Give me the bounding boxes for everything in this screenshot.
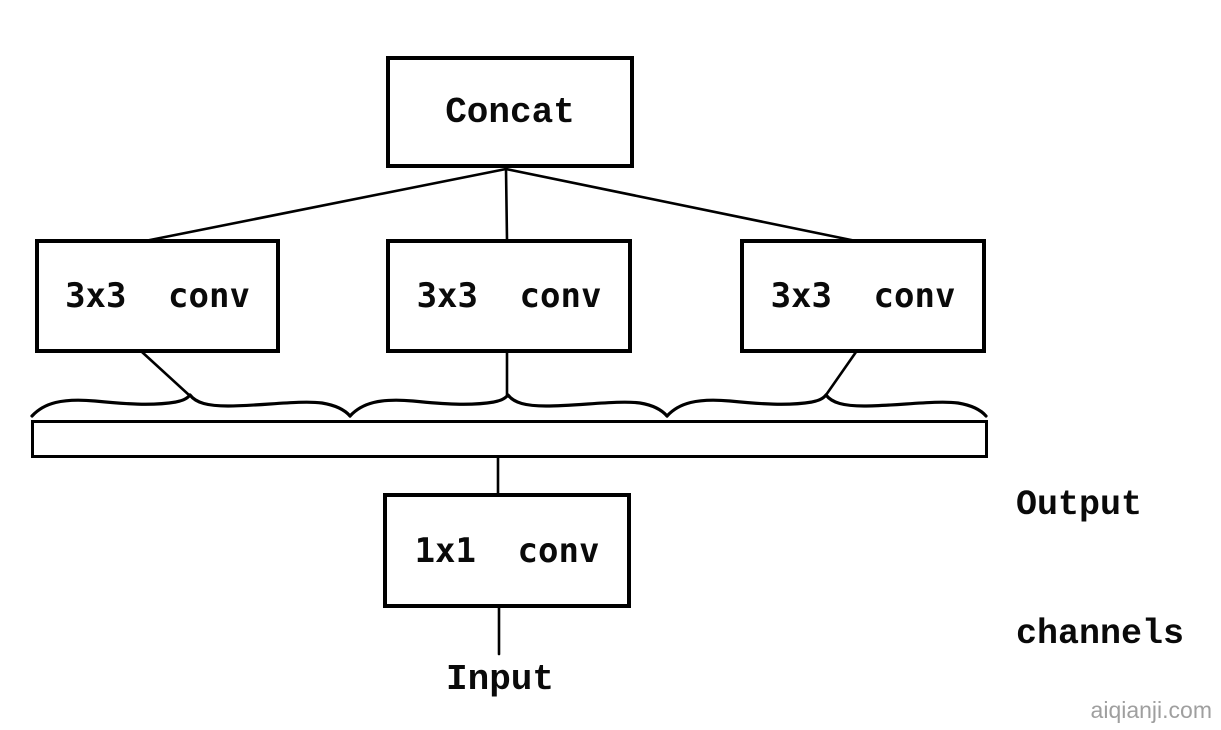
edge-conv-left-to-brace [140, 350, 191, 397]
node-conv-3x3-left-label: 3x3 conv [65, 276, 250, 316]
output-channels-line1: Output [1016, 485, 1143, 525]
overbrace-segment-2 [348, 393, 669, 418]
node-conv-3x3-middle-label: 3x3 conv [416, 276, 602, 316]
edge-concat-to-conv-left [143, 167, 508, 243]
node-concat-label: Concat [445, 91, 575, 133]
output-channels-bar [31, 420, 988, 458]
input-annotation: Input [445, 659, 555, 700]
node-conv-3x3-left: 3x3 conv [35, 239, 280, 353]
output-channels-line2: channels [1016, 614, 1185, 654]
node-conv-1x1-label: 1x1 conv [414, 530, 600, 571]
edge-conv-right-to-brace [824, 350, 858, 397]
node-conv-3x3-middle: 3x3 conv [386, 239, 632, 353]
node-conv-3x3-right-label: 3x3 conv [770, 276, 956, 316]
node-conv-1x1: 1x1 conv [383, 493, 631, 608]
watermark-text: aiqianji.com [1090, 697, 1212, 723]
overbrace-segment-3 [665, 393, 988, 418]
output-channels-annotation: Output channels [1016, 398, 1184, 730]
overbrace-segment-1 [30, 393, 352, 418]
node-conv-3x3-right: 3x3 conv [740, 239, 986, 353]
node-concat: Concat [386, 56, 634, 168]
edge-concat-to-conv-right [504, 167, 858, 243]
edge-concat-to-conv-middle [504, 167, 509, 242]
